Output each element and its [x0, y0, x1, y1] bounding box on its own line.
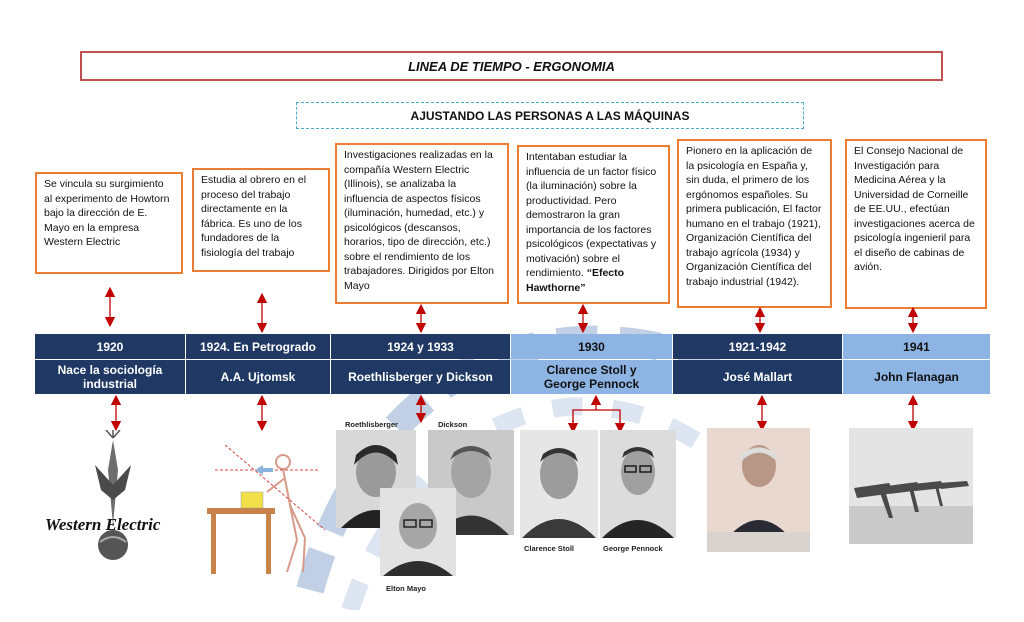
- description-box-1930: Intentaban estudiar la influencia de un …: [517, 145, 670, 304]
- description-box-1941: El Consejo Nacional de Investigación par…: [845, 139, 987, 309]
- caption-george-pennock: George Pennock: [603, 544, 663, 553]
- description-text: El Consejo Nacional de Investigación par…: [854, 145, 975, 273]
- page-title: LINEA DE TIEMPO - ERGONOMIA: [80, 51, 943, 81]
- description-box-1924-petrogrado: Estudia al obrero en el proceso del trab…: [192, 168, 330, 272]
- photo-aircraft-line: [849, 428, 973, 544]
- description-text: Pionero en la aplicación de la psicologí…: [686, 145, 821, 288]
- label-jose-mallart: José Mallart: [673, 360, 843, 394]
- year-1930: 1930: [511, 334, 673, 359]
- label-john-flanagan: John Flanagan: [843, 360, 991, 394]
- caption-clarence-stoll: Clarence Stoll: [524, 544, 574, 553]
- description-box-1921-1942: Pionero en la aplicación de la psicologí…: [677, 139, 832, 308]
- description-text: Se vincula su surgimiento al experimento…: [44, 178, 169, 248]
- label-roethlisberger-dickson: Roethlisberger y Dickson: [331, 360, 511, 394]
- ergonomic-worker-illustration: [195, 430, 335, 580]
- caption-elton-mayo: Elton Mayo: [386, 584, 426, 593]
- caption-dickson: Dickson: [438, 420, 467, 429]
- year-1920: 1920: [35, 334, 186, 359]
- logo-text: Western Electric: [45, 515, 161, 534]
- subtitle: AJUSTANDO LAS PERSONAS A LAS MÁQUINAS: [296, 102, 804, 129]
- photo-jose-mallart: [707, 428, 810, 552]
- description-text: Intentaban estudiar la influencia de un …: [526, 151, 656, 279]
- description-text: Investigaciones realizadas en la compañí…: [344, 149, 494, 292]
- portrait-elton-mayo: [380, 488, 456, 576]
- portrait-clarence-stoll: [520, 430, 598, 538]
- year-1924-petrogrado: 1924. En Petrogrado: [186, 334, 331, 359]
- caption-roethlisberger: Roethlisberger: [345, 420, 398, 429]
- portrait-george-pennock: [600, 430, 676, 538]
- year-1924-1933: 1924 y 1933: [331, 334, 511, 359]
- label-stoll-pennock: Clarence Stoll y George Pennock: [511, 360, 673, 394]
- year-1941: 1941: [843, 334, 991, 359]
- label-a-a-ujtomsk: A.A. Ujtomsk: [186, 360, 331, 394]
- year-1921-1942: 1921-1942: [673, 334, 843, 359]
- label-1920: Nace la sociología industrial: [35, 360, 186, 394]
- description-text: Estudia al obrero en el proceso del trab…: [201, 174, 306, 259]
- description-box-1924-1933: Investigaciones realizadas en la compañí…: [335, 143, 509, 304]
- description-box-1920: Se vincula su surgimiento al experimento…: [35, 172, 183, 274]
- western-electric-logo: Western Electric: [40, 430, 190, 565]
